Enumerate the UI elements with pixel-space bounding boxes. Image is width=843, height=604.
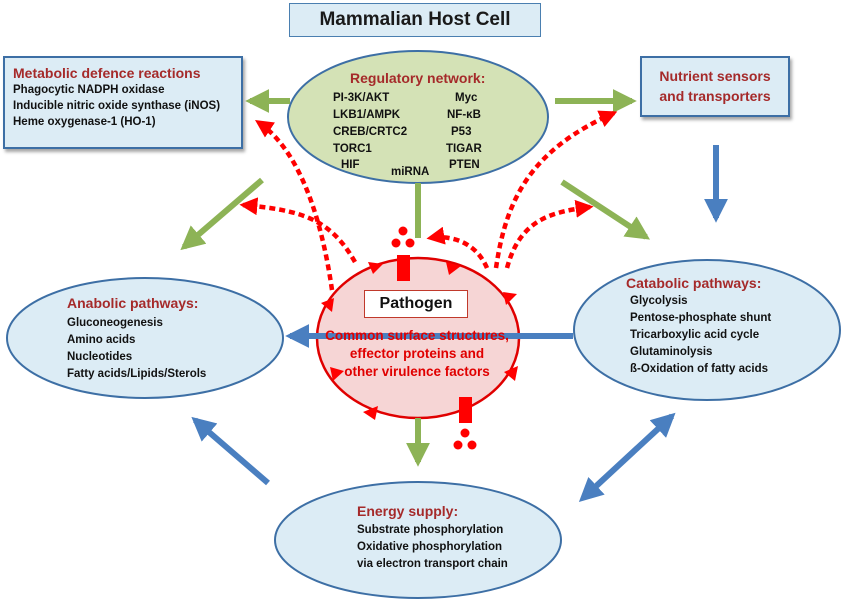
metabolic-defence-heading: Metabolic defence reactions: [13, 65, 201, 81]
regulatory-item: TORC1: [333, 143, 372, 155]
effector-dot: [405, 238, 415, 248]
pathogen-description-line: other virulence factors: [344, 364, 490, 379]
regulatory-network-heading: Regulatory network:: [350, 70, 486, 86]
regulatory-item: miRNA: [391, 166, 430, 178]
surface-triangle-marker: [503, 292, 517, 305]
metabolic-defence-box: Metabolic defence reactions Phagocytic N…: [3, 56, 243, 149]
anabolic-item: Fatty acids/Lipids/Sterols: [67, 368, 207, 380]
red-arrow-pathogen-to-metabolic: [255, 120, 335, 291]
effector-dot: [460, 428, 470, 438]
catabolic-item: ß-Oxidation of fatty acids: [630, 363, 769, 375]
regulatory-item: CREB/CRTC2: [333, 126, 408, 138]
metabolic-defence-item: Inducible nitric oxide synthase (iNOS): [13, 100, 221, 112]
red-arrow-pathogen-to-catabolic-side: [504, 199, 594, 269]
surface-triangle-marker: [446, 262, 461, 275]
metabolic-defence-item: Phagocytic NADPH oxidase: [13, 84, 165, 96]
effector-dot: [391, 238, 401, 248]
arrow-energy-to-anabolic: [191, 416, 270, 486]
regulatory-item: TIGAR: [446, 143, 482, 155]
effector-bar-bottom: [459, 397, 472, 423]
nutrient-sensors-box: Nutrient sensors and transporters: [640, 56, 790, 117]
anabolic-item: Gluconeogenesis: [67, 317, 163, 329]
pathogen-description: Common surface structures, effector prot…: [308, 327, 526, 381]
red-arrow-pathogen-to-nutrient: [493, 110, 618, 269]
surface-triangle-marker: [363, 406, 378, 420]
effector-bar-top: [397, 255, 410, 281]
anabolic-pathways-ellipse: [6, 277, 284, 399]
red-arrow-pathogen-to-anabolic-side: [239, 197, 357, 264]
energy-supply-ellipse: [274, 481, 562, 599]
regulatory-item: NF-κB: [447, 109, 481, 121]
nutrient-sensors-line1: Nutrient sensors: [659, 68, 771, 84]
catabolic-item: Tricarboxylic acid cycle: [630, 329, 760, 341]
catabolic-pathways-ellipse: [573, 259, 841, 401]
surface-triangle-marker: [368, 262, 383, 274]
energy-item: Oxidative phosphorylation: [357, 541, 503, 553]
energy-item: Substrate phosphorylation: [357, 524, 504, 536]
surface-triangle-marker: [504, 366, 518, 381]
energy-supply-heading: Energy supply:: [357, 503, 459, 519]
arrow-energy-catabolic-bidirectional: [578, 412, 676, 503]
surface-triangle-marker: [330, 367, 344, 381]
regulatory-item: Myc: [455, 92, 478, 104]
anabolic-item: Nucleotides: [67, 351, 133, 363]
energy-item: via electron transport chain: [357, 558, 508, 570]
effector-dot: [453, 440, 463, 450]
catabolic-pathways-heading: Catabolic pathways:: [626, 275, 762, 291]
regulatory-item: P53: [451, 126, 472, 138]
catabolic-item: Pentose-phosphate shunt: [630, 312, 772, 324]
nutrient-sensors-line2: and transporters: [659, 88, 771, 104]
pathogen-label: Pathogen: [364, 290, 468, 318]
regulatory-item: HIF: [341, 159, 360, 171]
surface-triangle-marker: [321, 298, 334, 312]
diagram-title: Mammalian Host Cell: [289, 3, 541, 37]
anabolic-pathways-heading: Anabolic pathways:: [67, 295, 199, 311]
arrow-regulatory-to-catabolic: [560, 179, 651, 240]
anabolic-item: Amino acids: [67, 334, 136, 346]
regulatory-item: PI-3K/AKT: [333, 92, 390, 104]
regulatory-item: LKB1/AMPK: [333, 109, 401, 121]
pathogen-description-line: effector proteins and: [349, 346, 485, 361]
effector-dot: [467, 440, 477, 450]
arrow-regulatory-to-anabolic: [180, 177, 264, 251]
catabolic-item: Glycolysis: [630, 295, 688, 307]
catabolic-item: Glutaminolysis: [630, 346, 713, 358]
metabolic-defence-item: Heme oxygenase-1 (HO-1): [13, 116, 156, 128]
pathogen-description-line: Common surface structures,: [325, 328, 509, 343]
effector-dot: [398, 226, 408, 236]
regulatory-item: PTEN: [449, 159, 480, 171]
red-arrow-pathogen-inward: [426, 226, 490, 269]
